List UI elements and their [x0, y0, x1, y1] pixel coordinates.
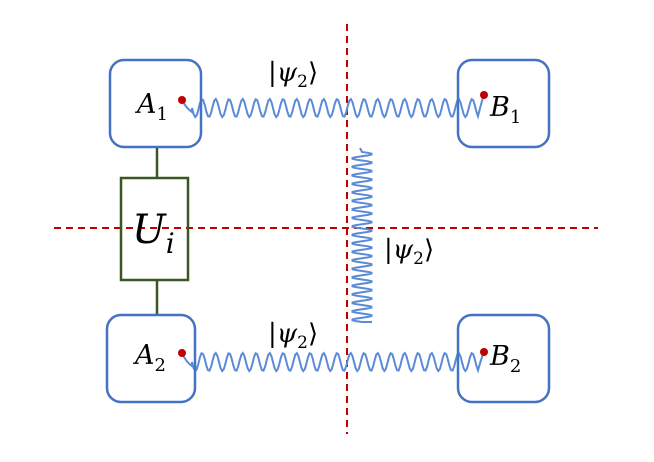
unitary-label: Ui: [132, 207, 175, 260]
state-label-top: |ψ2⟩: [268, 58, 318, 92]
node-label-b1: B1: [489, 92, 521, 128]
qubit-dot-b2: [480, 348, 488, 356]
entanglement-wave-bottom: [181, 351, 485, 374]
state-label-middle: |ψ2⟩: [384, 235, 434, 269]
node-box-b1: [456, 58, 551, 149]
node-box-a2: [105, 313, 197, 404]
node-box-b2: [456, 313, 551, 404]
entanglement-wave-top: [181, 94, 485, 120]
qubit-dot-a1: [178, 96, 186, 104]
node-box-a1: [108, 58, 203, 149]
unitary-box: [119, 176, 190, 282]
entanglement-wave-vertical: [351, 147, 373, 323]
state-label-bottom: |ψ2⟩: [268, 319, 318, 353]
node-label-b2: B2: [489, 341, 521, 377]
node-label-a2: A2: [132, 340, 166, 376]
node-label-a1: A1: [134, 89, 168, 125]
qubit-dot-b1: [480, 91, 488, 99]
qubit-dot-a2: [178, 349, 186, 357]
